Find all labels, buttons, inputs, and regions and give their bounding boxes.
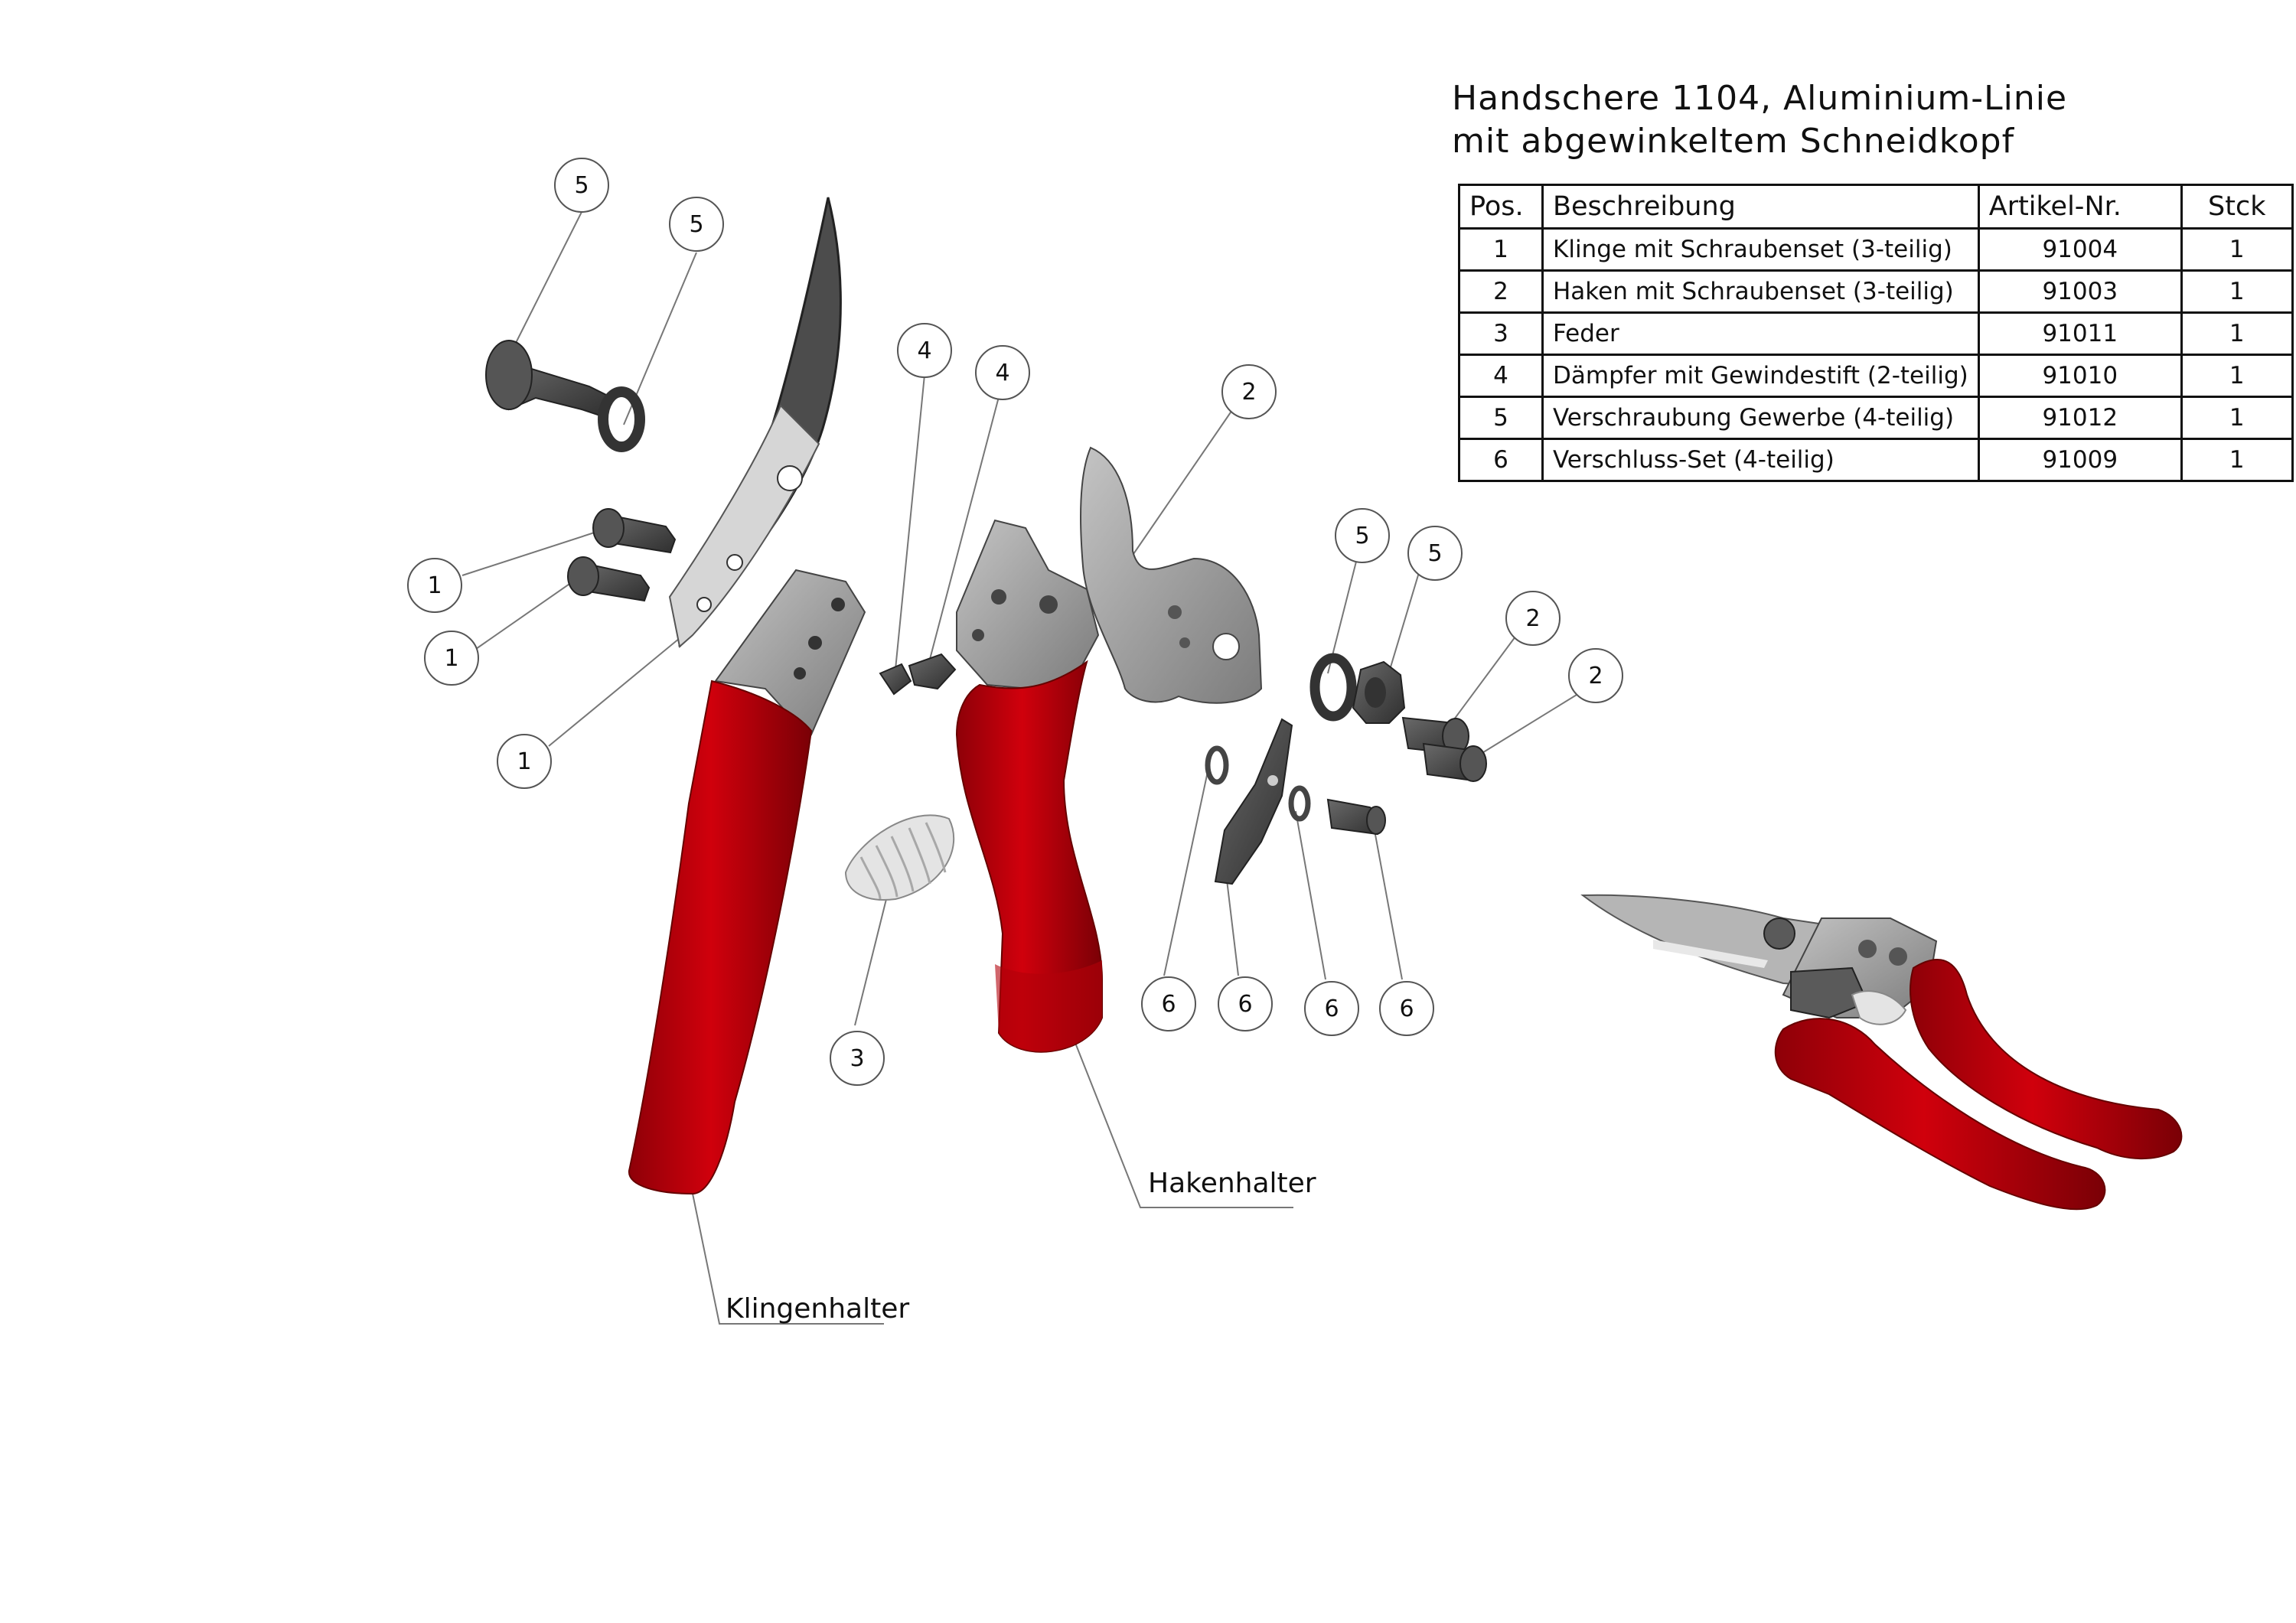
- callout-6: 6: [1379, 981, 1434, 1036]
- cell-pos: 3: [1458, 311, 1544, 356]
- damper-part-4-a: [879, 663, 912, 696]
- cell-article-number: 91004: [1977, 227, 2183, 272]
- svg-text:6: 6: [1238, 991, 1252, 1018]
- callout-5: 5: [1407, 526, 1463, 581]
- svg-text:3: 3: [850, 1045, 864, 1072]
- label-hakenhalter: Hakenhalter: [1148, 1168, 1316, 1199]
- callout-circles: 5 5 1 1 1 4 4 2: [407, 158, 1623, 1086]
- damper-part-4-b: [908, 653, 957, 690]
- table-row: 2 Haken mit Schraubenset (3-teilig) 9100…: [1458, 269, 2294, 314]
- lock-plate-part-6: [1214, 718, 1293, 885]
- callout-1: 1: [497, 734, 552, 789]
- callout-2: 2: [1568, 648, 1623, 703]
- screw-part-5-left: [485, 340, 645, 452]
- header-description: Beschreibung: [1541, 184, 1980, 230]
- label-klingenhalter: Klingenhalter: [726, 1293, 909, 1325]
- cell-quantity: 1: [2180, 438, 2294, 482]
- header-article-number: Artikel-Nr.: [1977, 184, 2183, 230]
- cell-description: Klinge mit Schraubenset (3-teilig): [1541, 227, 1980, 272]
- diagram-title-line-1: Handschere 1104, Aluminium-Linie: [1452, 79, 2068, 118]
- cell-quantity: 1: [2180, 396, 2294, 440]
- table-row: 3 Feder 91011 1: [1458, 311, 2294, 356]
- svg-text:5: 5: [1427, 540, 1442, 567]
- svg-text:5: 5: [574, 172, 589, 199]
- cell-description: Verschraubung Gewerbe (4-teilig): [1541, 396, 1980, 440]
- assembled-shears-illustration: [1580, 894, 2183, 1211]
- callout-5: 5: [1335, 508, 1390, 563]
- cell-description: Haken mit Schraubenset (3-teilig): [1541, 269, 1980, 314]
- washer-part-6-b: [1288, 785, 1311, 822]
- screw-part-1-b: [567, 556, 651, 602]
- washer-part-6-a: [1205, 745, 1229, 785]
- svg-text:4: 4: [917, 337, 931, 364]
- cell-article-number: 91011: [1977, 311, 2183, 356]
- svg-text:2: 2: [1241, 379, 1256, 406]
- callout-4: 4: [897, 323, 952, 378]
- svg-text:6: 6: [1161, 991, 1176, 1018]
- svg-text:1: 1: [427, 572, 442, 599]
- cell-quantity: 1: [2180, 354, 2294, 398]
- svg-text:1: 1: [444, 645, 458, 672]
- callout-2: 2: [1505, 591, 1561, 646]
- screw-part-2-b: [1422, 742, 1487, 782]
- diagram-title-line-2: mit abgewinkeltem Schneidkopf: [1452, 122, 2015, 161]
- screw-part-6: [1326, 798, 1386, 836]
- hook-part-2: [1080, 446, 1263, 704]
- parts-table: Pos. Beschreibung Artikel-Nr. Stck 1 Kli…: [1458, 184, 2294, 482]
- cell-quantity: 1: [2180, 227, 2294, 272]
- cell-article-number: 91003: [1977, 269, 2183, 314]
- screw-part-1-a: [592, 508, 677, 554]
- cell-description: Verschluss-Set (4-teilig): [1541, 438, 1980, 482]
- washer-part-5-right: [1309, 653, 1357, 722]
- svg-text:4: 4: [995, 360, 1009, 386]
- cell-pos: 2: [1458, 269, 1544, 314]
- callout-1: 1: [407, 558, 462, 613]
- callout-4: 4: [975, 345, 1030, 400]
- cell-quantity: 1: [2180, 269, 2294, 314]
- callout-5: 5: [669, 197, 724, 252]
- cell-description: Dämpfer mit Gewindestift (2-teilig): [1541, 354, 1980, 398]
- svg-text:2: 2: [1588, 663, 1603, 689]
- nut-part-5-right: [1352, 660, 1406, 724]
- svg-text:2: 2: [1525, 605, 1540, 632]
- table-row: 5 Verschraubung Gewerbe (4-teilig) 91012…: [1458, 396, 2294, 440]
- cell-article-number: 91012: [1977, 396, 2183, 440]
- svg-text:1: 1: [517, 748, 531, 775]
- table-row: 1 Klinge mit Schraubenset (3-teilig) 910…: [1458, 227, 2294, 272]
- cell-pos: 5: [1458, 396, 1544, 440]
- callout-6: 6: [1141, 976, 1196, 1031]
- header-pos: Pos.: [1458, 184, 1544, 230]
- svg-text:5: 5: [1355, 523, 1369, 549]
- cell-article-number: 91009: [1977, 438, 2183, 482]
- cell-pos: 4: [1458, 354, 1544, 398]
- svg-text:6: 6: [1399, 996, 1414, 1022]
- cell-article-number: 91010: [1977, 354, 2183, 398]
- blade-holder-handle: [628, 569, 866, 1195]
- blade-part-1: [668, 197, 842, 648]
- callout-5: 5: [554, 158, 609, 213]
- header-quantity: Stck: [2180, 184, 2294, 230]
- cell-pos: 6: [1458, 438, 1544, 482]
- spring-part-3: [844, 814, 955, 901]
- table-row: 6 Verschluss-Set (4-teilig) 91009 1: [1458, 438, 2294, 482]
- parts-table-header-row: Pos. Beschreibung Artikel-Nr. Stck: [1458, 184, 2294, 230]
- leader-lines: [461, 211, 1577, 1325]
- screw-part-2-a: [1401, 716, 1469, 755]
- callout-6: 6: [1304, 981, 1359, 1036]
- svg-text:6: 6: [1324, 996, 1339, 1022]
- hook-holder-handle: [955, 519, 1103, 1053]
- callout-3: 3: [830, 1031, 885, 1086]
- cell-pos: 1: [1458, 227, 1544, 272]
- callout-6: 6: [1218, 976, 1273, 1031]
- svg-text:5: 5: [689, 211, 703, 238]
- cell-description: Feder: [1541, 311, 1980, 356]
- cell-quantity: 1: [2180, 311, 2294, 356]
- callout-2: 2: [1221, 364, 1277, 419]
- callout-1: 1: [424, 631, 479, 686]
- table-row: 4 Dämpfer mit Gewindestift (2-teilig) 91…: [1458, 354, 2294, 398]
